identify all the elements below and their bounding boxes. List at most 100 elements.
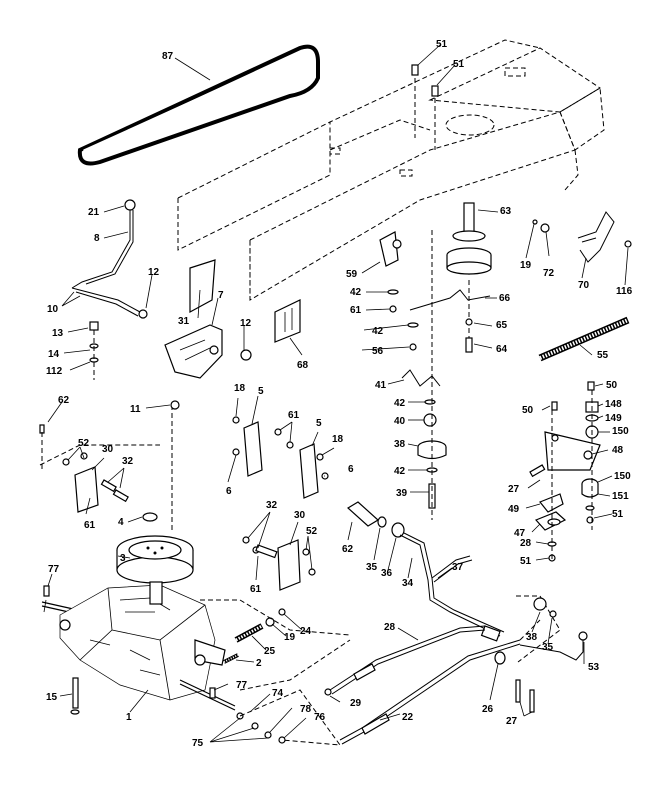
callout-149: 149 [605,413,622,424]
callout-66: 66 [499,293,511,304]
callout-11: 11 [130,404,141,415]
bracket-parts [164,259,301,379]
callout-42: 42 [394,398,406,409]
control-rods [324,595,588,745]
callout-49: 49 [508,504,520,515]
callout-72: 72 [543,268,555,279]
leader-lines [47,44,629,743]
misc-hardware [39,400,180,470]
chassis-frame [177,39,605,301]
callout-56: 56 [372,346,384,357]
callout-35: 35 [542,642,554,653]
callout-6: 6 [348,464,354,475]
callout-47: 47 [514,528,526,539]
callout-70: 70 [578,280,590,291]
callout-35: 35 [366,562,378,573]
callout-30: 30 [294,510,306,521]
callout-51: 51 [520,556,532,567]
callout-63: 63 [500,206,512,217]
callout-51: 51 [436,39,448,50]
callout-75: 75 [192,738,204,749]
callout-42: 42 [372,326,384,337]
center-pivot-plate [242,536,316,591]
callout-labels: 87 51 51 21 8 12 10 31 7 12 13 14 112 63… [46,39,633,749]
pedal-shaft [346,501,505,642]
callout-18: 18 [234,383,246,394]
shift-lever [71,199,148,319]
callout-76: 76 [314,712,326,723]
callout-32: 32 [122,456,134,467]
left-pivot-plate [39,444,160,513]
callout-14: 14 [48,349,60,360]
callout-1: 1 [126,712,132,723]
callout-19: 19 [520,260,532,271]
callout-150: 150 [612,426,629,437]
callout-39: 39 [396,488,408,499]
extension-spring [538,316,630,362]
callout-22: 22 [402,712,414,723]
callout-5: 5 [258,386,264,397]
callout-55: 55 [597,350,609,361]
callout-37: 37 [452,562,464,573]
callout-78: 78 [300,704,312,715]
callout-50: 50 [606,380,618,391]
callout-38: 38 [526,632,538,643]
callout-7: 7 [218,290,224,301]
callout-42: 42 [350,287,362,298]
callout-5: 5 [316,418,322,429]
callout-64: 64 [496,344,508,355]
callout-32: 32 [266,500,278,511]
callout-34: 34 [402,578,414,589]
callout-36: 36 [381,568,393,579]
callout-4: 4 [118,517,124,528]
callout-27: 27 [508,484,520,495]
callout-27: 27 [506,716,518,727]
callout-61: 61 [250,584,262,595]
callout-18: 18 [332,434,344,445]
callout-15: 15 [46,692,58,703]
callout-19: 19 [284,632,296,643]
callout-87: 87 [162,51,174,62]
center-hardware [379,64,491,520]
callout-65: 65 [496,320,508,331]
callout-41: 41 [375,380,387,391]
callout-53: 53 [588,662,600,673]
callout-151: 151 [612,491,629,502]
callout-51: 51 [453,59,465,70]
callout-50: 50 [522,405,534,416]
callout-51: 51 [612,509,624,520]
transaxle-pulley [116,405,194,584]
callout-28: 28 [384,622,396,633]
callout-59: 59 [346,269,358,280]
pivot-links [232,416,329,499]
transaxle-hardware [43,585,351,746]
callout-31: 31 [178,316,190,327]
callout-30: 30 [102,444,114,455]
callout-24: 24 [300,626,312,637]
callout-21: 21 [88,207,100,218]
idler-spindle [446,202,492,353]
callout-74: 74 [272,688,284,699]
callout-77: 77 [236,680,248,691]
callout-26: 26 [482,704,494,715]
callout-28: 28 [520,538,532,549]
callout-38: 38 [394,439,406,450]
callout-61: 61 [350,305,362,316]
callout-40: 40 [394,416,406,427]
callout-8: 8 [94,233,100,244]
callout-52: 52 [78,438,90,449]
callout-6: 6 [226,486,232,497]
callout-112: 112 [46,366,63,377]
callout-61: 61 [84,520,96,531]
transaxle [41,581,236,711]
callout-42: 42 [394,466,406,477]
right-rod-bracket [532,211,632,263]
drive-belt [77,44,320,166]
callout-48: 48 [612,445,624,456]
callout-52: 52 [306,526,318,537]
callout-29: 29 [350,698,362,709]
callout-12: 12 [148,267,160,278]
callout-3: 3 [120,553,126,564]
callout-116: 116 [616,286,633,297]
